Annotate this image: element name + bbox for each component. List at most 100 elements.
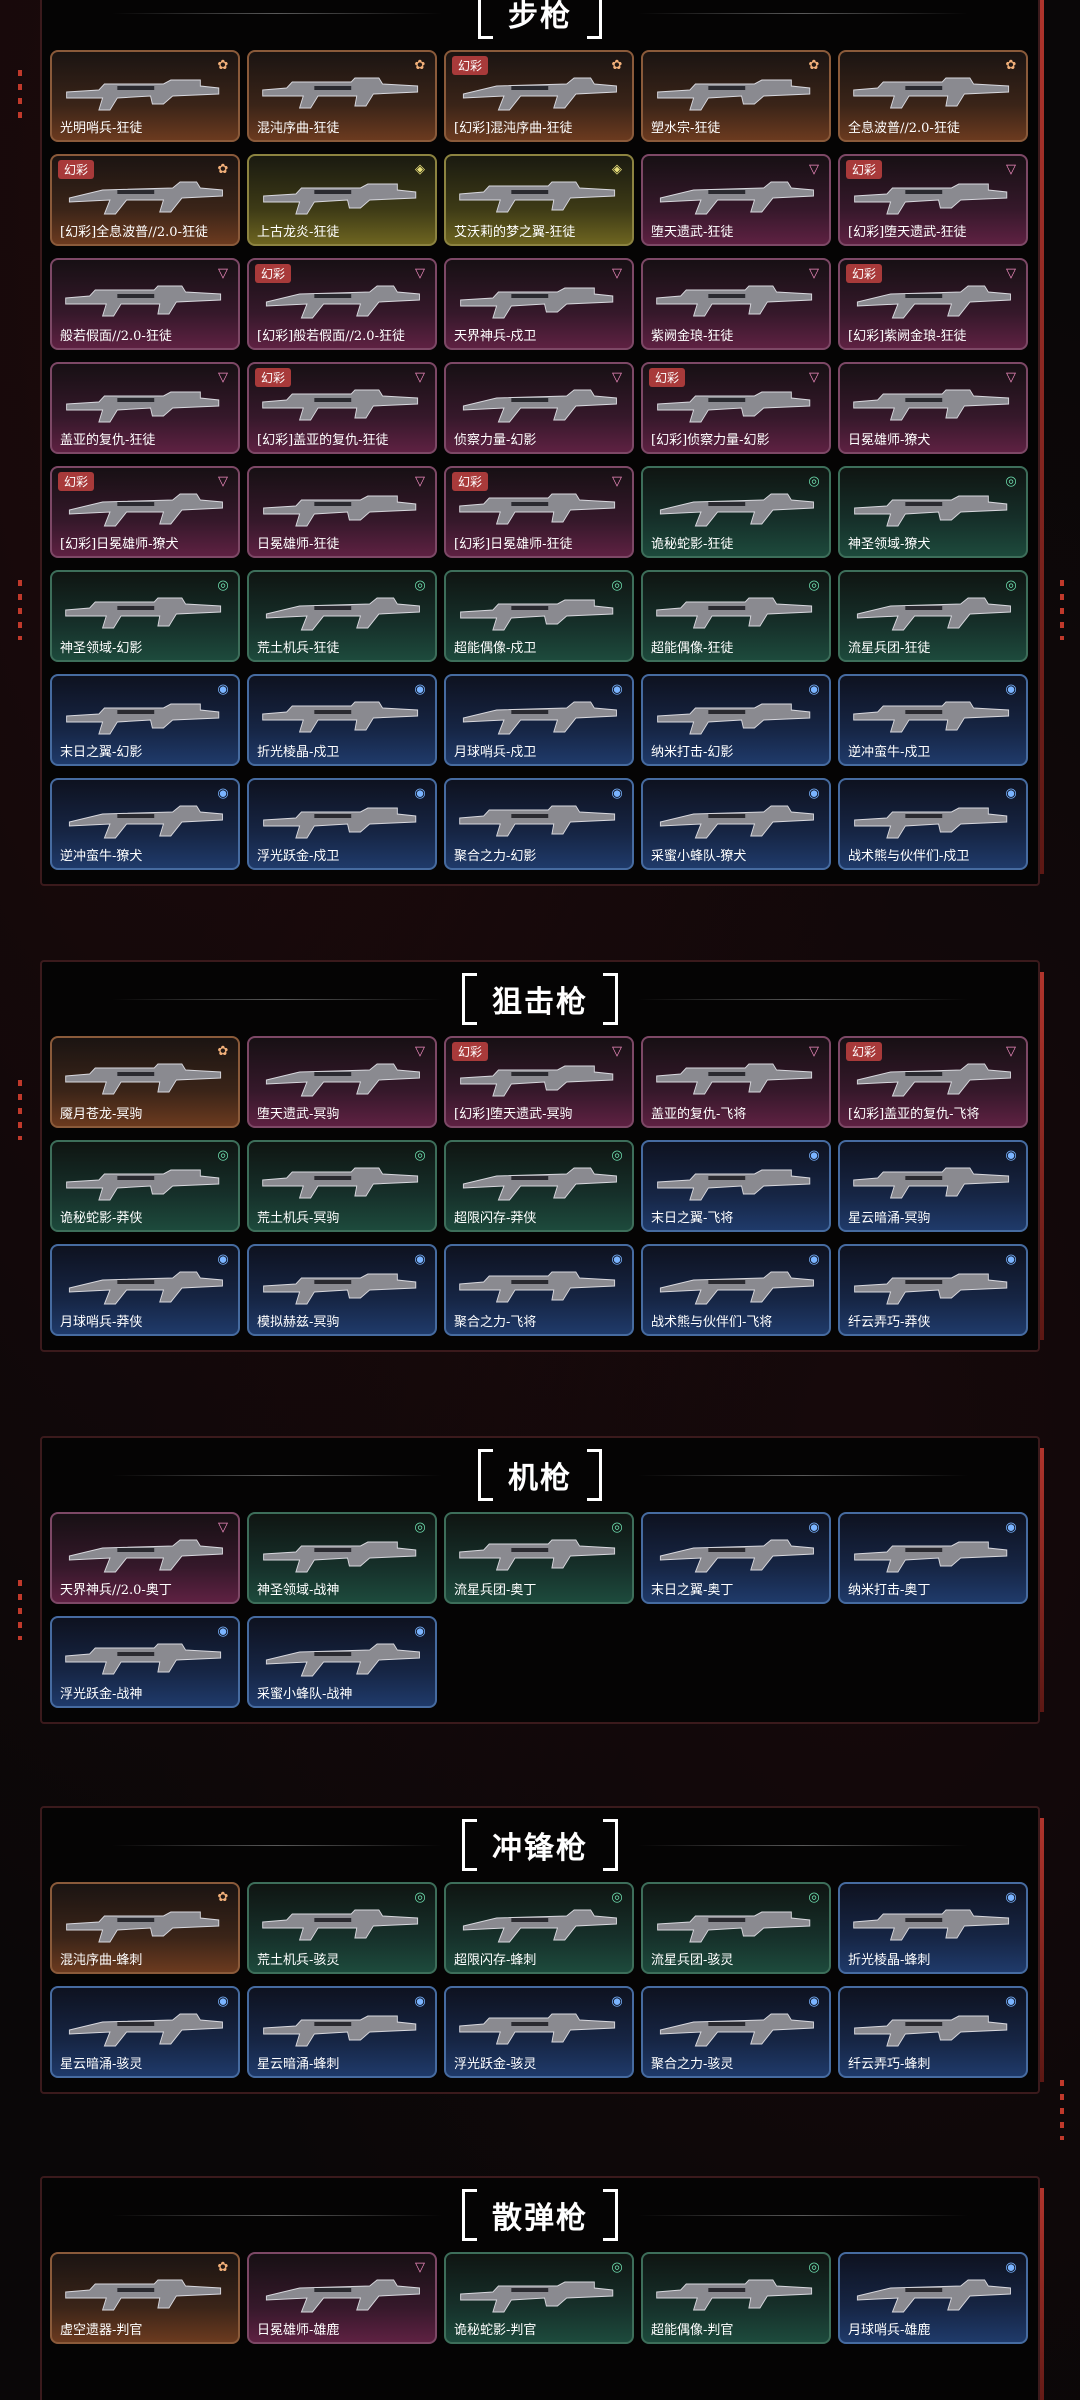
skin-card[interactable]: ✿塑水宗-狂徒 — [641, 50, 831, 142]
skin-card[interactable]: ▽幻彩[幻彩]侦察力量-幻影 — [641, 362, 831, 454]
skin-name: 天界神兵-戍卫 — [454, 329, 537, 344]
skin-card[interactable]: ◉星云暗涌-冥驹 — [838, 1140, 1028, 1232]
skin-card[interactable]: ✿全息波普//2.0-狂徒 — [838, 50, 1028, 142]
skin-card[interactable]: ◉星云暗涌-蜂刺 — [247, 1986, 437, 2078]
skin-name: 超能偶像-判官 — [651, 2323, 734, 2338]
skin-card[interactable]: ✿虚空遗器-判官 — [50, 2252, 240, 2344]
skin-card[interactable]: ◉纳米打击-幻影 — [641, 674, 831, 766]
skin-card[interactable]: ▽幻彩[幻彩]盖亚的复仇-狂徒 — [247, 362, 437, 454]
skin-card[interactable]: ◈艾沃莉的梦之翼-狂徒 — [444, 154, 634, 246]
skin-card[interactable]: ◈上古龙炎-狂徒 — [247, 154, 437, 246]
skin-card[interactable]: ◉逆冲蛮牛-戍卫 — [838, 674, 1028, 766]
skin-card[interactable]: ◎诡秘蛇影-判官 — [444, 2252, 634, 2344]
skin-card[interactable]: ◎流星兵团-狂徒 — [838, 570, 1028, 662]
skin-card[interactable]: ◉聚合之力-骇灵 — [641, 1986, 831, 2078]
skin-card[interactable]: ▽侦察力量-幻影 — [444, 362, 634, 454]
weapon-image — [850, 584, 1016, 634]
skin-card[interactable]: ◉战术熊与伙伴们-飞将 — [641, 1244, 831, 1336]
skin-card[interactable]: ▽幻彩[幻彩]般若假面//2.0-狂徒 — [247, 258, 437, 350]
skin-card[interactable]: ▽堕天遗武-冥驹 — [247, 1036, 437, 1128]
skin-card[interactable]: ◎超能偶像-狂徒 — [641, 570, 831, 662]
tier-pink-icon: ▽ — [218, 1519, 228, 1535]
skin-name: 浮光跃金-戍卫 — [257, 849, 340, 864]
weapon-image — [653, 2266, 819, 2316]
skin-card[interactable]: ✿混沌序曲-狂徒 — [247, 50, 437, 142]
skin-card[interactable]: ◉末日之翼-幻影 — [50, 674, 240, 766]
skin-card[interactable]: ◎荒土机兵-狂徒 — [247, 570, 437, 662]
skin-card[interactable]: ▽幻彩[幻彩]堕天遗武-狂徒 — [838, 154, 1028, 246]
header-line — [112, 1845, 442, 1846]
skin-card[interactable]: ◉战术熊与伙伴们-戍卫 — [838, 778, 1028, 870]
skin-card[interactable]: ◉纤云弄巧-蜂刺 — [838, 1986, 1028, 2078]
skin-card[interactable]: ◉聚合之力-飞将 — [444, 1244, 634, 1336]
skin-card[interactable]: ▽紫阙金琅-狂徒 — [641, 258, 831, 350]
skin-card[interactable]: ◎神圣领域-獠犬 — [838, 466, 1028, 558]
skin-card[interactable]: ◎诡秘蛇影-狂徒 — [641, 466, 831, 558]
weapon-image — [259, 480, 425, 530]
skin-card[interactable]: ✿幻彩[幻彩]全息波普//2.0-狂徒 — [50, 154, 240, 246]
skin-card[interactable]: ◉星云暗涌-骇灵 — [50, 1986, 240, 2078]
skin-card[interactable]: ✿魇月苍龙-冥驹 — [50, 1036, 240, 1128]
skin-name: 逆冲蛮牛-獠犬 — [60, 849, 143, 864]
skin-card[interactable]: ▽堕天遗武-狂徒 — [641, 154, 831, 246]
skin-card[interactable]: ▽幻彩[幻彩]堕天遗武-冥驹 — [444, 1036, 634, 1128]
tier-pink-icon: ▽ — [612, 369, 622, 385]
skin-card[interactable]: ◎神圣领域-战神 — [247, 1512, 437, 1604]
skin-grid: ▽天界神兵//2.0-奥丁◎神圣领域-战神◎流星兵团-奥丁◉末日之翼-奥丁◉纳米… — [42, 1512, 1038, 1722]
skin-card[interactable]: ◉模拟赫兹-冥驹 — [247, 1244, 437, 1336]
weapon-image — [850, 168, 1016, 218]
skin-card[interactable]: ◉采蜜小蜂队-战神 — [247, 1616, 437, 1708]
weapon-image — [456, 2000, 622, 2050]
variant-badge: 幻彩 — [846, 1042, 883, 1061]
skin-card[interactable]: ✿幻彩[幻彩]混沌序曲-狂徒 — [444, 50, 634, 142]
skin-card[interactable]: ▽天界神兵//2.0-奥丁 — [50, 1512, 240, 1604]
skin-card[interactable]: ▽盖亚的复仇-狂徒 — [50, 362, 240, 454]
skin-card[interactable]: ◎荒土机兵-骇灵 — [247, 1882, 437, 1974]
skin-name: 全息波普//2.0-狂徒 — [848, 121, 960, 136]
skin-card[interactable]: ◉末日之翼-奥丁 — [641, 1512, 831, 1604]
skin-card[interactable]: ◉浮光跃金-骇灵 — [444, 1986, 634, 2078]
weapon-image — [62, 2266, 228, 2316]
weapon-image — [62, 1630, 228, 1680]
skin-card[interactable]: ◉月球哨兵-雄鹿 — [838, 2252, 1028, 2344]
skin-card[interactable]: ▽日冕雄师-雄鹿 — [247, 2252, 437, 2344]
skin-card[interactable]: ▽幻彩[幻彩]紫阙金琅-狂徒 — [838, 258, 1028, 350]
skin-card[interactable]: ◉聚合之力-幻影 — [444, 778, 634, 870]
weapon-image — [62, 1258, 228, 1308]
skin-card[interactable]: ▽般若假面//2.0-狂徒 — [50, 258, 240, 350]
skin-card[interactable]: ◎超限闪存-蜂刺 — [444, 1882, 634, 1974]
skin-card[interactable]: ◎荒土机兵-冥驹 — [247, 1140, 437, 1232]
skin-card[interactable]: ◉采蜜小蜂队-獠犬 — [641, 778, 831, 870]
tier-blue-icon: ◉ — [1005, 2259, 1017, 2275]
skin-card[interactable]: ▽日冕雄师-獠犬 — [838, 362, 1028, 454]
skin-card[interactable]: ◎诡秘蛇影-莽侠 — [50, 1140, 240, 1232]
skin-card[interactable]: ◉折光棱晶-蜂刺 — [838, 1882, 1028, 1974]
weapon-image — [653, 376, 819, 426]
tier-pink-icon: ▽ — [809, 1043, 819, 1059]
skin-card[interactable]: ▽天界神兵-戍卫 — [444, 258, 634, 350]
skin-card[interactable]: ✿混沌序曲-蜂刺 — [50, 1882, 240, 1974]
header-line — [638, 13, 968, 14]
skin-card[interactable]: ◉末日之翼-飞将 — [641, 1140, 831, 1232]
skin-card[interactable]: ◉浮光跃金-战神 — [50, 1616, 240, 1708]
skin-card[interactable]: ▽幻彩[幻彩]盖亚的复仇-飞将 — [838, 1036, 1028, 1128]
skin-card[interactable]: ◎流星兵团-骇灵 — [641, 1882, 831, 1974]
skin-card[interactable]: ▽幻彩[幻彩]日冕雄师-狂徒 — [444, 466, 634, 558]
skin-card[interactable]: ◎神圣领域-幻影 — [50, 570, 240, 662]
skin-card[interactable]: ◉逆冲蛮牛-獠犬 — [50, 778, 240, 870]
skin-card[interactable]: ▽日冕雄师-狂徒 — [247, 466, 437, 558]
skin-card[interactable]: ◉折光棱晶-戍卫 — [247, 674, 437, 766]
skin-card[interactable]: ▽盖亚的复仇-飞将 — [641, 1036, 831, 1128]
skin-card[interactable]: ▽幻彩[幻彩]日冕雄师-獠犬 — [50, 466, 240, 558]
skin-card[interactable]: ◎超限闪存-莽侠 — [444, 1140, 634, 1232]
skin-card[interactable]: ◎超能偶像-戍卫 — [444, 570, 634, 662]
skin-card[interactable]: ◉月球哨兵-莽侠 — [50, 1244, 240, 1336]
header-line — [638, 2215, 968, 2216]
skin-card[interactable]: ◉月球哨兵-戍卫 — [444, 674, 634, 766]
skin-card[interactable]: ◉浮光跃金-戍卫 — [247, 778, 437, 870]
skin-card[interactable]: ◉纳米打击-奥丁 — [838, 1512, 1028, 1604]
skin-card[interactable]: ◉纤云弄巧-莽侠 — [838, 1244, 1028, 1336]
skin-card[interactable]: ✿光明哨兵-狂徒 — [50, 50, 240, 142]
skin-card[interactable]: ◎流星兵团-奥丁 — [444, 1512, 634, 1604]
skin-card[interactable]: ◎超能偶像-判官 — [641, 2252, 831, 2344]
